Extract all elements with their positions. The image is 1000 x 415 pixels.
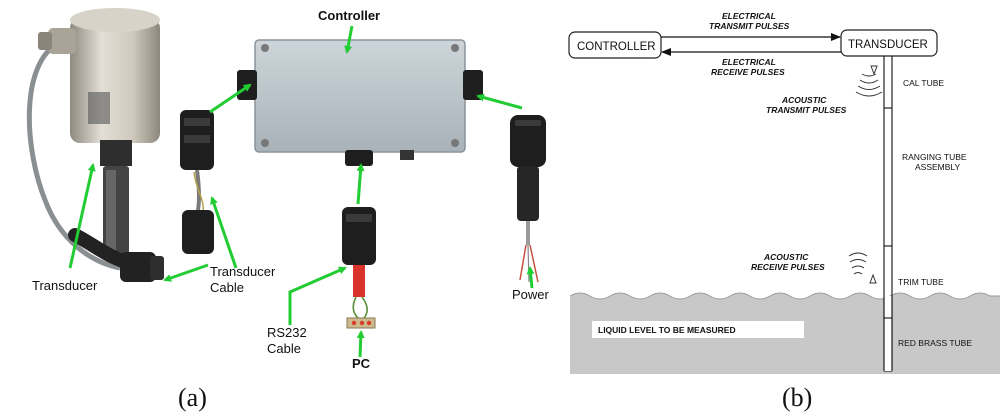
label-red-brass-tube: RED BRASS TUBE [898, 338, 972, 348]
controller-cable-connector [180, 110, 214, 254]
label-acoustic-transmit-2: TRANSMIT PULSES [766, 105, 847, 115]
panel-a: Controller Transducer Transducer Cable R… [26, 8, 550, 412]
controller-box [237, 39, 483, 166]
label-acoustic-receive-2: RECEIVE PULSES [751, 262, 825, 272]
transducer-cable-connector [68, 228, 164, 282]
rs232-controller-arrow [356, 163, 365, 205]
label-transducer: Transducer [32, 278, 98, 293]
pc-arrow [356, 330, 365, 358]
label-electrical-receive-1: ELECTRICAL [722, 57, 776, 67]
transducer-box-label: TRANSDUCER [848, 39, 928, 51]
label-liquid-level: LIQUID LEVEL TO BE MEASURED [598, 325, 736, 335]
controller-connector-arrow [209, 83, 252, 114]
label-acoustic-transmit-1: ACOUSTIC [781, 95, 827, 105]
controller-box-label: CONTROLLER [577, 41, 656, 53]
panel-b: LIQUID LEVEL TO BE MEASURED CONTROLLER T… [568, 11, 1000, 412]
transducer-arrow [68, 163, 96, 269]
label-transducer-cable-line2: Cable [210, 280, 244, 295]
label-pc: PC [352, 356, 371, 371]
transducer-cable-arrow-2 [163, 263, 209, 282]
label-transducer-cable-line1: Transducer [210, 264, 276, 279]
rs232-cable-assembly [342, 207, 376, 329]
transducer-coil-cable [26, 42, 121, 271]
label-ranging-tube-2: ASSEMBLY [915, 162, 961, 172]
liquid-label-box [592, 321, 804, 338]
acoustic-receive-waves [848, 252, 877, 284]
label-controller: Controller [318, 8, 380, 23]
transducer-box-b [840, 29, 938, 57]
controller-box-b [568, 31, 662, 59]
rs232-cable-arrow [288, 266, 347, 325]
label-ranging-tube-1: RANGING TUBE [902, 152, 967, 162]
label-rs232-line2: Cable [267, 341, 301, 356]
callout-arrows [68, 25, 535, 358]
label-electrical-transmit-1: ELECTRICAL [722, 11, 776, 21]
label-cal-tube: CAL TUBE [903, 78, 944, 88]
transducer-device [38, 8, 160, 256]
transducer-cable-arrow [210, 196, 238, 269]
label-rs232-line1: RS232 [267, 325, 307, 340]
caption-b: (b) [782, 383, 812, 412]
label-acoustic-receive-1: ACOUSTIC [763, 252, 809, 262]
power-label-arrow [526, 266, 535, 289]
controller-arrow [344, 25, 354, 54]
power-arrow [476, 93, 523, 110]
power-cable [510, 115, 546, 283]
label-electrical-receive-2: RECEIVE PULSES [711, 67, 785, 77]
label-power: Power [512, 287, 550, 302]
acoustic-transmit-waves [855, 65, 883, 97]
label-trim-tube: TRIM TUBE [898, 277, 944, 287]
label-electrical-transmit-2: TRANSMIT PULSES [709, 21, 790, 31]
caption-a: (a) [178, 383, 207, 412]
